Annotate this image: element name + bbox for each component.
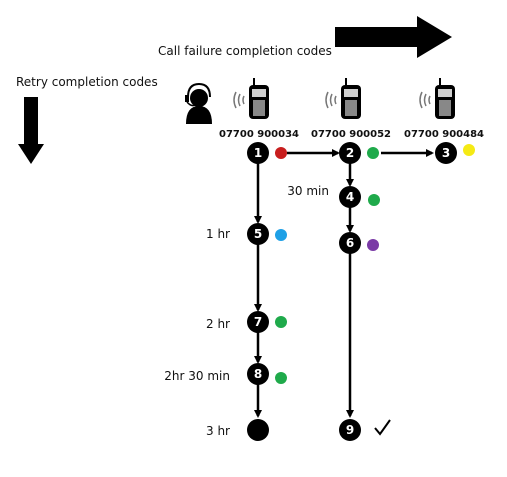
status-dot-purple: [367, 239, 379, 251]
status-dot-green: [275, 372, 287, 384]
call-failure-direction-arrow: [335, 16, 452, 58]
svg-text:5: 5: [254, 227, 262, 241]
time-label-2hr30: 2hr 30 min: [164, 369, 230, 383]
node-7: 7: [247, 311, 269, 333]
svg-text:9: 9: [346, 423, 354, 437]
phone-number-1: 07700 900034: [218, 129, 300, 140]
status-dot-yellow: [463, 144, 475, 156]
phone-icon-2: [325, 78, 361, 119]
operator-headset-icon: [185, 82, 212, 124]
node-5: 5: [247, 223, 269, 245]
svg-text:8: 8: [254, 367, 262, 381]
node-end: [247, 419, 269, 441]
node-3: 3: [435, 142, 457, 164]
status-dot-green: [367, 147, 379, 159]
svg-text:2: 2: [346, 146, 354, 160]
phone-icon-1: [233, 78, 269, 119]
node-6: 6: [339, 232, 361, 254]
svg-text:7: 7: [254, 315, 262, 329]
time-label-3hr: 3 hr: [206, 424, 230, 438]
status-dot-green: [275, 316, 287, 328]
node-2: 2: [339, 142, 361, 164]
node-8: 8: [247, 363, 269, 385]
node-9: 9: [339, 419, 361, 441]
node-1: 1: [247, 142, 269, 164]
time-label-2hr: 2 hr: [206, 317, 230, 331]
status-dot-blue: [275, 229, 287, 241]
phone-number-2: 07700 900052: [310, 129, 392, 140]
status-dot-red: [275, 147, 287, 159]
call-failure-heading: Call failure completion codes: [158, 44, 332, 58]
phone-number-3: 07700 900484: [403, 129, 485, 140]
svg-text:6: 6: [346, 236, 354, 250]
time-label-1hr: 1 hr: [206, 227, 230, 241]
svg-text:4: 4: [346, 190, 354, 204]
status-dot-green: [368, 194, 380, 206]
retry-direction-arrow: [18, 97, 44, 164]
retry-heading: Retry completion codes: [16, 75, 158, 89]
time-label-30min: 30 min: [287, 184, 329, 198]
checkmark-icon: [374, 419, 391, 436]
node-4: 4: [339, 186, 361, 208]
phone-icon-3: [419, 78, 455, 119]
svg-text:3: 3: [442, 146, 450, 160]
svg-text:1: 1: [254, 146, 262, 160]
